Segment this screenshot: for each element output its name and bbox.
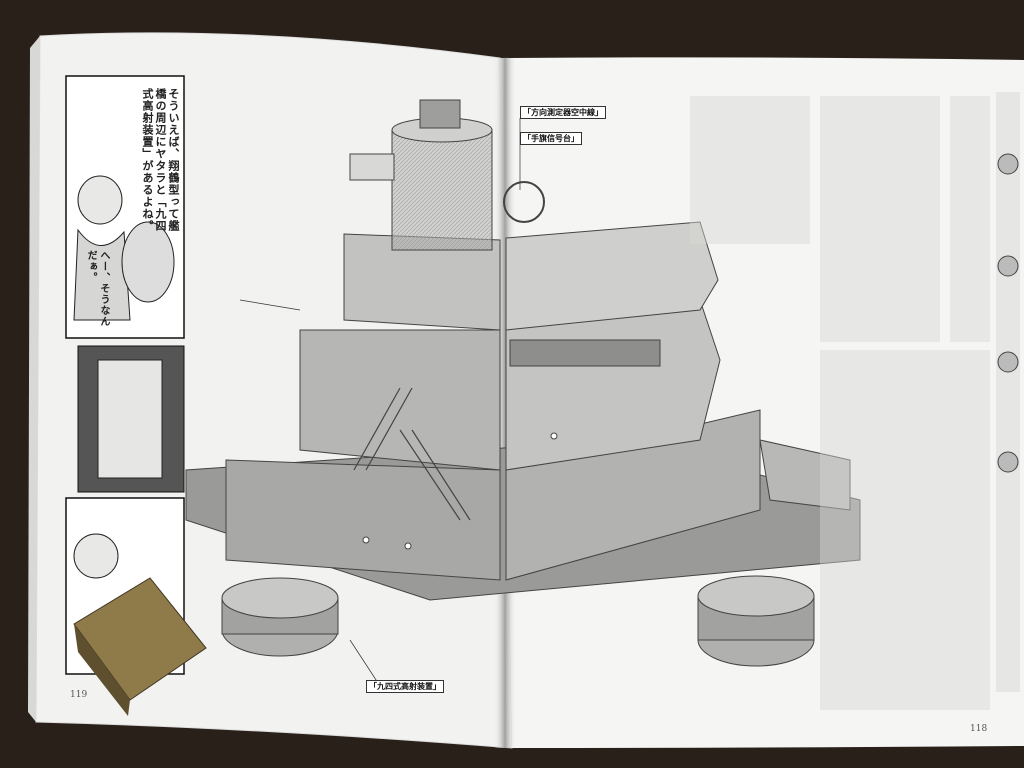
bridge-illustration (185, 99, 861, 667)
manga-strip (65, 75, 185, 675)
speech-bubble-1: そういえば、翔鶴型って艦橋の周辺にヤタラと「九四式高射装置」があるよね。 (141, 88, 180, 232)
bridge-windows (509, 339, 661, 367)
page-number-left: 119 (70, 690, 88, 700)
tower-hatch (419, 99, 461, 129)
left-page-edge (28, 36, 40, 722)
mascot-character (121, 221, 175, 303)
callout-flag-signal-platform: 「手旗信号台」 (520, 132, 582, 145)
sidebar-portrait (997, 153, 1019, 175)
searchlight-arm (349, 153, 395, 181)
callout-direction-finder: 「方向測定器空中線」 (520, 106, 606, 119)
upper-tier-right (505, 221, 719, 331)
porthole (404, 542, 412, 550)
sidebar-portrait (997, 255, 1019, 277)
callout-type94-director: 「九四式高射装置」 (366, 680, 444, 693)
speech-bubble-2: へー、そうなんだぁ。 (85, 250, 109, 327)
text-block-2 (820, 96, 940, 342)
text-block-3 (950, 96, 990, 342)
character-head-2 (73, 533, 119, 579)
right-text-columns (690, 92, 1020, 710)
brass-cube-object (73, 577, 207, 716)
signal-platform (759, 439, 851, 511)
text-block-4 (820, 350, 990, 710)
engine-illustration (97, 359, 163, 479)
character-head-1 (77, 175, 123, 225)
superstructure-left (225, 459, 501, 581)
sidebar-strip (996, 92, 1020, 692)
text-block-1 (690, 96, 810, 244)
page-number-right: 118 (970, 724, 988, 734)
sidebar-portrait (997, 451, 1019, 473)
sidebar-portrait (997, 351, 1019, 373)
ladder-1 (353, 387, 413, 471)
tower-shading (391, 129, 493, 251)
director-left-top (221, 577, 339, 619)
cube-side-face (74, 624, 130, 716)
direction-finder-antenna (503, 181, 545, 223)
porthole (550, 432, 558, 440)
middle-tier-left (299, 329, 501, 471)
ladder-2 (399, 429, 471, 521)
character-body-1 (73, 228, 131, 321)
leader-lines (239, 118, 521, 687)
director-right-top (697, 575, 815, 617)
porthole (362, 536, 370, 544)
